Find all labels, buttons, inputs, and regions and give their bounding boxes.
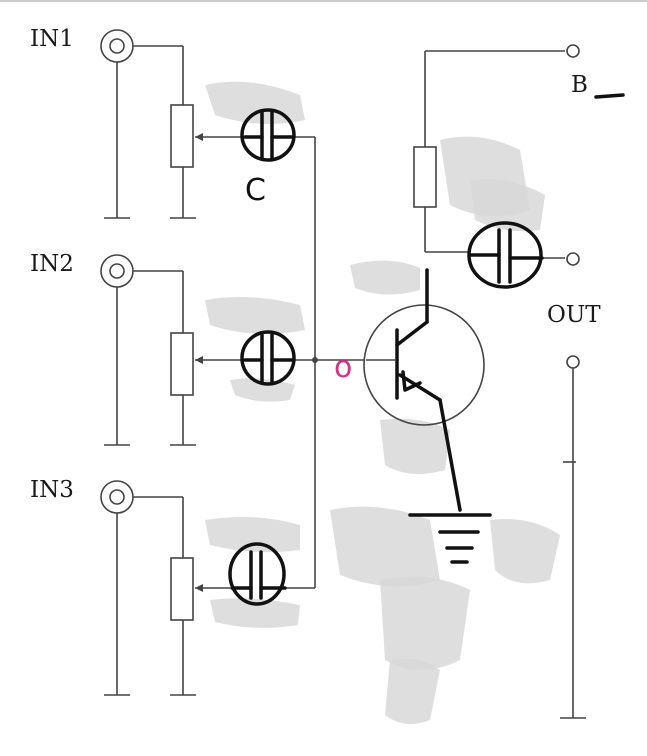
in3-jack-inner bbox=[109, 489, 125, 505]
in1-jack-inner bbox=[109, 38, 125, 54]
output-terminal-bottom bbox=[566, 355, 580, 369]
in1-label: IN1 bbox=[30, 26, 74, 52]
supply-minus-sign bbox=[594, 93, 625, 99]
in2-jack-inner bbox=[109, 263, 125, 279]
handwritten-annotations: C o bbox=[228, 93, 625, 606]
capacitor-2-circle bbox=[240, 330, 296, 386]
supply-terminal bbox=[566, 44, 580, 58]
supply-label: B bbox=[571, 72, 588, 98]
emitter-arrow bbox=[401, 370, 422, 392]
transistor-stage bbox=[363, 44, 586, 719]
in1-jack-outer bbox=[100, 29, 134, 63]
capacitor-label: C bbox=[245, 173, 266, 208]
input-stage-1 bbox=[100, 29, 316, 360]
collector-resistor bbox=[413, 146, 437, 208]
capacitor-3-circle bbox=[228, 542, 286, 606]
transistor-collector bbox=[395, 320, 429, 347]
junction-mark: o bbox=[334, 350, 352, 385]
in2-jack-outer bbox=[100, 254, 134, 288]
in3-label: IN3 bbox=[30, 477, 74, 503]
input-stage-3 bbox=[100, 360, 316, 696]
output-terminal-top bbox=[566, 252, 580, 266]
input-stage-2 bbox=[100, 254, 365, 446]
transistor-emitter bbox=[398, 373, 442, 402]
in1-potentiometer bbox=[170, 104, 194, 168]
scan-smudges bbox=[205, 81, 560, 724]
capacitor-1-circle bbox=[240, 108, 296, 162]
in2-label: IN2 bbox=[30, 251, 74, 277]
in3-potentiometer bbox=[170, 557, 194, 621]
transistor-body bbox=[363, 304, 485, 426]
output-label: OUT bbox=[547, 302, 601, 328]
in2-potentiometer bbox=[170, 332, 194, 396]
in3-jack-outer bbox=[100, 480, 134, 514]
